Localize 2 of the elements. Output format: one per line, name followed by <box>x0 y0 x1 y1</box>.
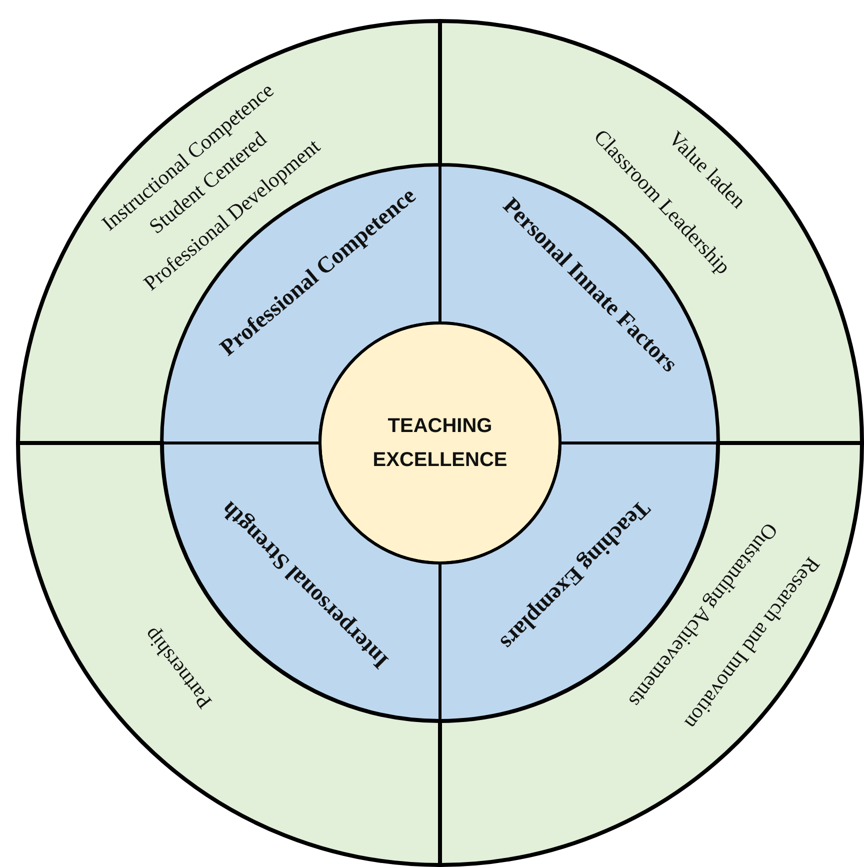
center-title: TEACHING EXCELLENCE <box>372 414 508 473</box>
center-circle <box>320 323 560 563</box>
